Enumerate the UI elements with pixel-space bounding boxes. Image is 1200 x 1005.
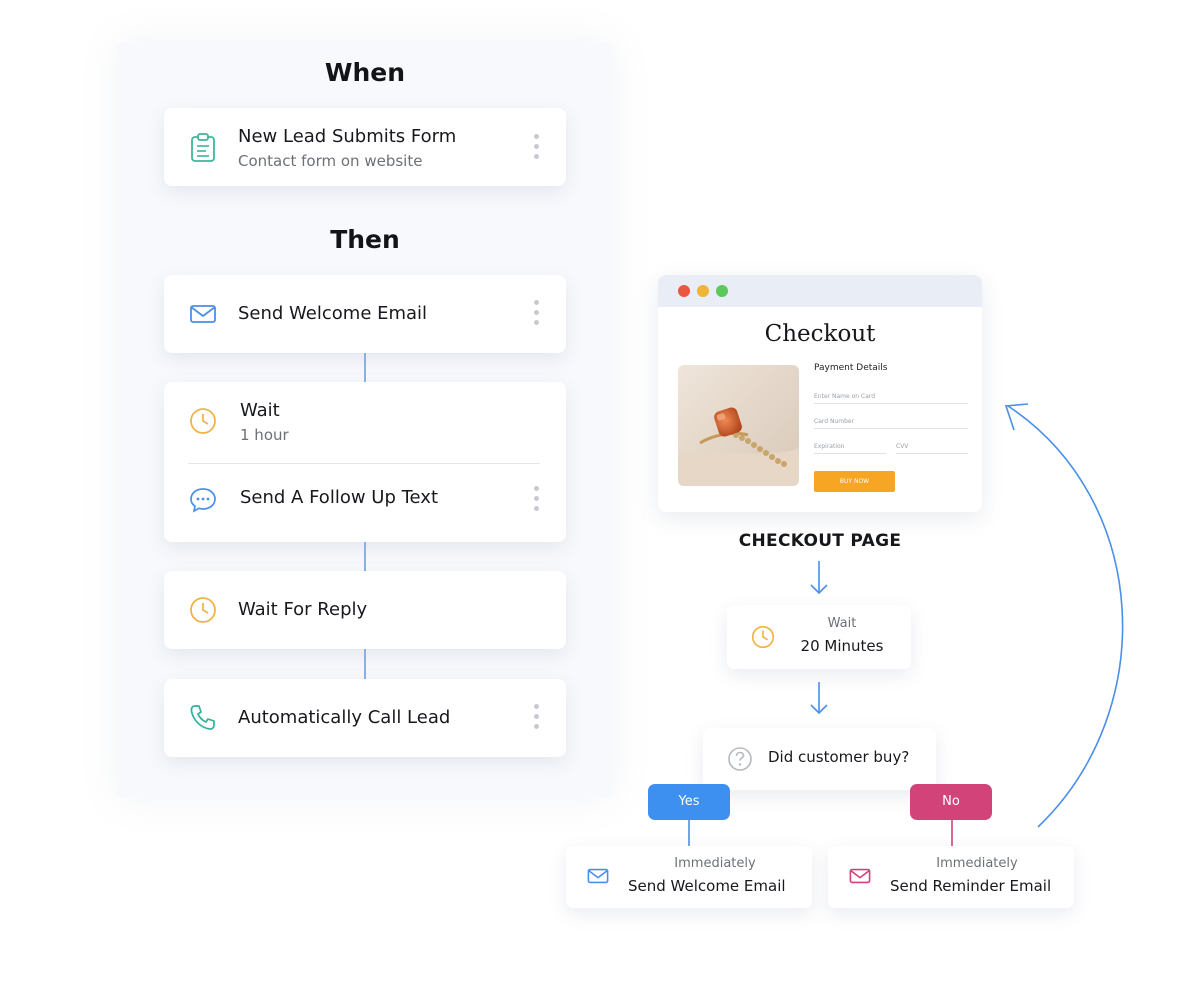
- step-wait-for-reply[interactable]: Wait For Reply: [164, 571, 566, 649]
- step-title: Send A Follow Up Text: [240, 487, 438, 508]
- step-title: Automatically Call Lead: [238, 707, 451, 728]
- cvv-field[interactable]: CVV: [896, 443, 968, 454]
- envelope-icon: [190, 305, 216, 323]
- yes-action-node[interactable]: Immediately Send Welcome Email: [566, 846, 812, 908]
- card-name-field[interactable]: Enter Name on Card: [814, 393, 968, 404]
- divider: [188, 463, 540, 464]
- more-options-icon[interactable]: [534, 300, 540, 328]
- trigger-subtitle: Contact form on website: [238, 152, 423, 170]
- buy-now-button[interactable]: BUY NOW: [814, 471, 895, 492]
- step-send-welcome-email[interactable]: Send Welcome Email: [164, 275, 566, 353]
- checkout-page-label: CHECKOUT PAGE: [738, 531, 902, 551]
- step-title: Send Welcome Email: [238, 303, 428, 324]
- down-arrow-icon: [810, 561, 828, 595]
- maximize-window-dot[interactable]: [716, 285, 728, 297]
- yes-action-caption: Immediately: [674, 856, 756, 871]
- return-arrowhead-icon: [1004, 403, 1029, 431]
- phone-icon: [190, 705, 215, 730]
- workflow-panel: When New Lead Submits Form Contact form …: [118, 42, 612, 798]
- expiration-field[interactable]: Expiration: [814, 443, 886, 454]
- decision-node[interactable]: Did customer buy?: [703, 728, 936, 790]
- close-window-dot[interactable]: [678, 285, 690, 297]
- trigger-title: New Lead Submits Form: [238, 126, 457, 147]
- envelope-icon: [587, 868, 609, 884]
- down-arrow-icon: [810, 682, 828, 715]
- card-number-field[interactable]: Card Number: [814, 418, 968, 429]
- wait-value: 20 Minutes: [800, 637, 884, 655]
- connector-line: [364, 353, 366, 382]
- wait-duration: 1 hour: [240, 426, 289, 444]
- step-wait-and-text[interactable]: Wait 1 hour Send A Follow Up Text: [164, 382, 566, 542]
- when-heading: When: [324, 58, 406, 87]
- no-action-title: Send Reminder Email: [890, 877, 1052, 895]
- chat-bubble-icon: [190, 488, 216, 513]
- checkout-window: Checkout P: [658, 275, 982, 512]
- connector-line: [364, 649, 366, 679]
- checkout-title: Checkout: [764, 321, 876, 347]
- clock-icon: [190, 597, 216, 623]
- decision-question: Did customer buy?: [768, 748, 910, 766]
- wait-title: Wait: [240, 400, 280, 421]
- step-call-lead[interactable]: Automatically Call Lead: [164, 679, 566, 757]
- no-action-node[interactable]: Immediately Send Reminder Email: [828, 846, 1074, 908]
- question-mark-icon: [728, 747, 752, 771]
- return-arrow-curve: [1007, 405, 1124, 828]
- trigger-card[interactable]: New Lead Submits Form Contact form on we…: [164, 108, 566, 186]
- yes-action-title: Send Welcome Email: [628, 877, 786, 895]
- yes-branch-pill[interactable]: Yes: [648, 784, 730, 820]
- clipboard-icon: [191, 133, 215, 162]
- no-branch-pill[interactable]: No: [910, 784, 992, 820]
- clock-icon: [190, 408, 216, 434]
- step-title: Wait For Reply: [238, 599, 368, 620]
- minimize-window-dot[interactable]: [697, 285, 709, 297]
- payment-details-heading: Payment Details: [814, 363, 888, 373]
- more-options-icon[interactable]: [534, 486, 540, 514]
- then-heading: Then: [330, 225, 400, 254]
- envelope-icon: [849, 868, 871, 884]
- wait-caption: Wait: [827, 616, 857, 631]
- clock-icon: [751, 625, 775, 649]
- more-options-icon[interactable]: [534, 134, 540, 162]
- more-options-icon[interactable]: [534, 704, 540, 732]
- connector-line: [364, 542, 366, 571]
- product-image: [678, 365, 799, 486]
- window-titlebar: [658, 275, 982, 307]
- no-action-caption: Immediately: [936, 856, 1018, 871]
- wait-node[interactable]: Wait 20 Minutes: [727, 605, 911, 669]
